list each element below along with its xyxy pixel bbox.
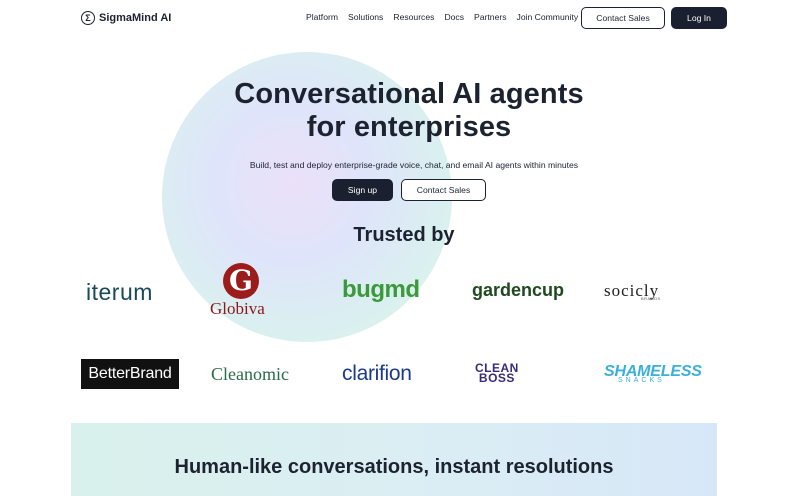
section-heading: Human-like conversations, instant resolu… [174, 456, 614, 478]
nav-link-partners[interactable]: Partners [474, 12, 507, 22]
brand-logo[interactable]: Σ SigmaMind AI [81, 11, 171, 25]
logo-iterum: iterum [86, 279, 153, 305]
logo-betterbrand: BetterBrand [81, 359, 179, 389]
trusted-by-heading: Trusted by [353, 224, 455, 246]
nav-link-docs[interactable]: Docs [444, 12, 465, 22]
logo-shameless: SHAMELESS [604, 363, 702, 380]
hero-title-line-2: for enterprises [306, 111, 512, 143]
hero-contact-sales-button[interactable]: Contact Sales [401, 179, 486, 201]
logo-shameless-sub: SNACKS [618, 377, 665, 384]
hero-title: Conversational AI agents for enterprises [0, 78, 800, 144]
logo-cleanboss-line-1: CLEAN [475, 361, 519, 375]
logo-globiva-mark: G [223, 263, 259, 299]
nav-contact-sales-button[interactable]: Contact Sales [581, 7, 665, 29]
nav-link-resources[interactable]: Resources [393, 12, 435, 22]
logo-cleanboss-line-2: BOSS [478, 371, 515, 385]
logo-clarifion: clarifion [342, 362, 412, 385]
logo-cleanboss: CLEAN BOSS [475, 361, 519, 385]
hero-subtitle: Build, test and deploy enterprise-grade … [249, 160, 579, 170]
logo-socicly-sub: BRANDS [641, 296, 661, 301]
hero-title-line-1: Conversational AI agents [234, 78, 584, 110]
nav-link-solutions[interactable]: Solutions [348, 12, 384, 22]
top-navigation: Σ SigmaMind AI Platform Solutions Resour… [0, 0, 800, 36]
signup-button[interactable]: Sign up [332, 179, 393, 201]
nav-links: Platform Solutions Resources Docs Partne… [306, 12, 578, 22]
nav-link-platform[interactable]: Platform [306, 12, 338, 22]
nav-link-join-community[interactable]: Join Community [516, 12, 579, 22]
feature-section-band [71, 423, 717, 496]
logo-bugmd: bugmd [342, 276, 420, 303]
sigma-icon: Σ [81, 11, 95, 25]
logo-gardencup: gardencup [472, 280, 565, 300]
logo-socicly: socicly [604, 281, 660, 300]
logo-globiva: Globiva [210, 299, 265, 318]
logo-cleanomic: Cleanomic [211, 364, 289, 384]
brand-name: SigmaMind AI [99, 12, 172, 24]
login-button[interactable]: Log In [671, 7, 727, 29]
